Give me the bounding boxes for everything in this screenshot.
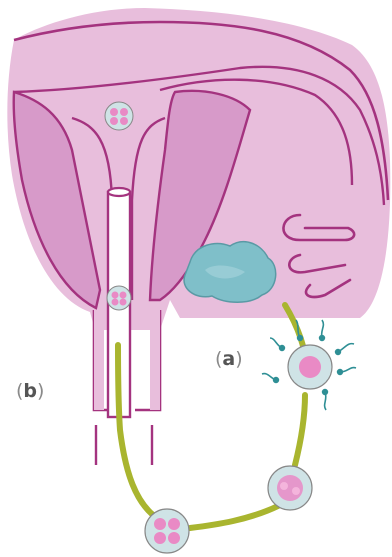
- egg-cell: [288, 345, 332, 389]
- label-b: (b): [16, 380, 44, 402]
- morula: [145, 509, 189, 553]
- cervix-fill-left: [94, 310, 104, 410]
- label-a-close: ): [235, 348, 242, 370]
- embryo-in-catheter: [107, 286, 131, 310]
- label-a: (a): [215, 348, 243, 370]
- zygote: [268, 466, 312, 510]
- catheter-opening: [108, 188, 130, 196]
- label-b-letter: b: [23, 380, 37, 402]
- label-b-close: ): [37, 380, 44, 402]
- embryo-in-uterus: [105, 102, 133, 130]
- label-a-letter: a: [222, 348, 235, 370]
- cervix-fill-right: [150, 310, 160, 410]
